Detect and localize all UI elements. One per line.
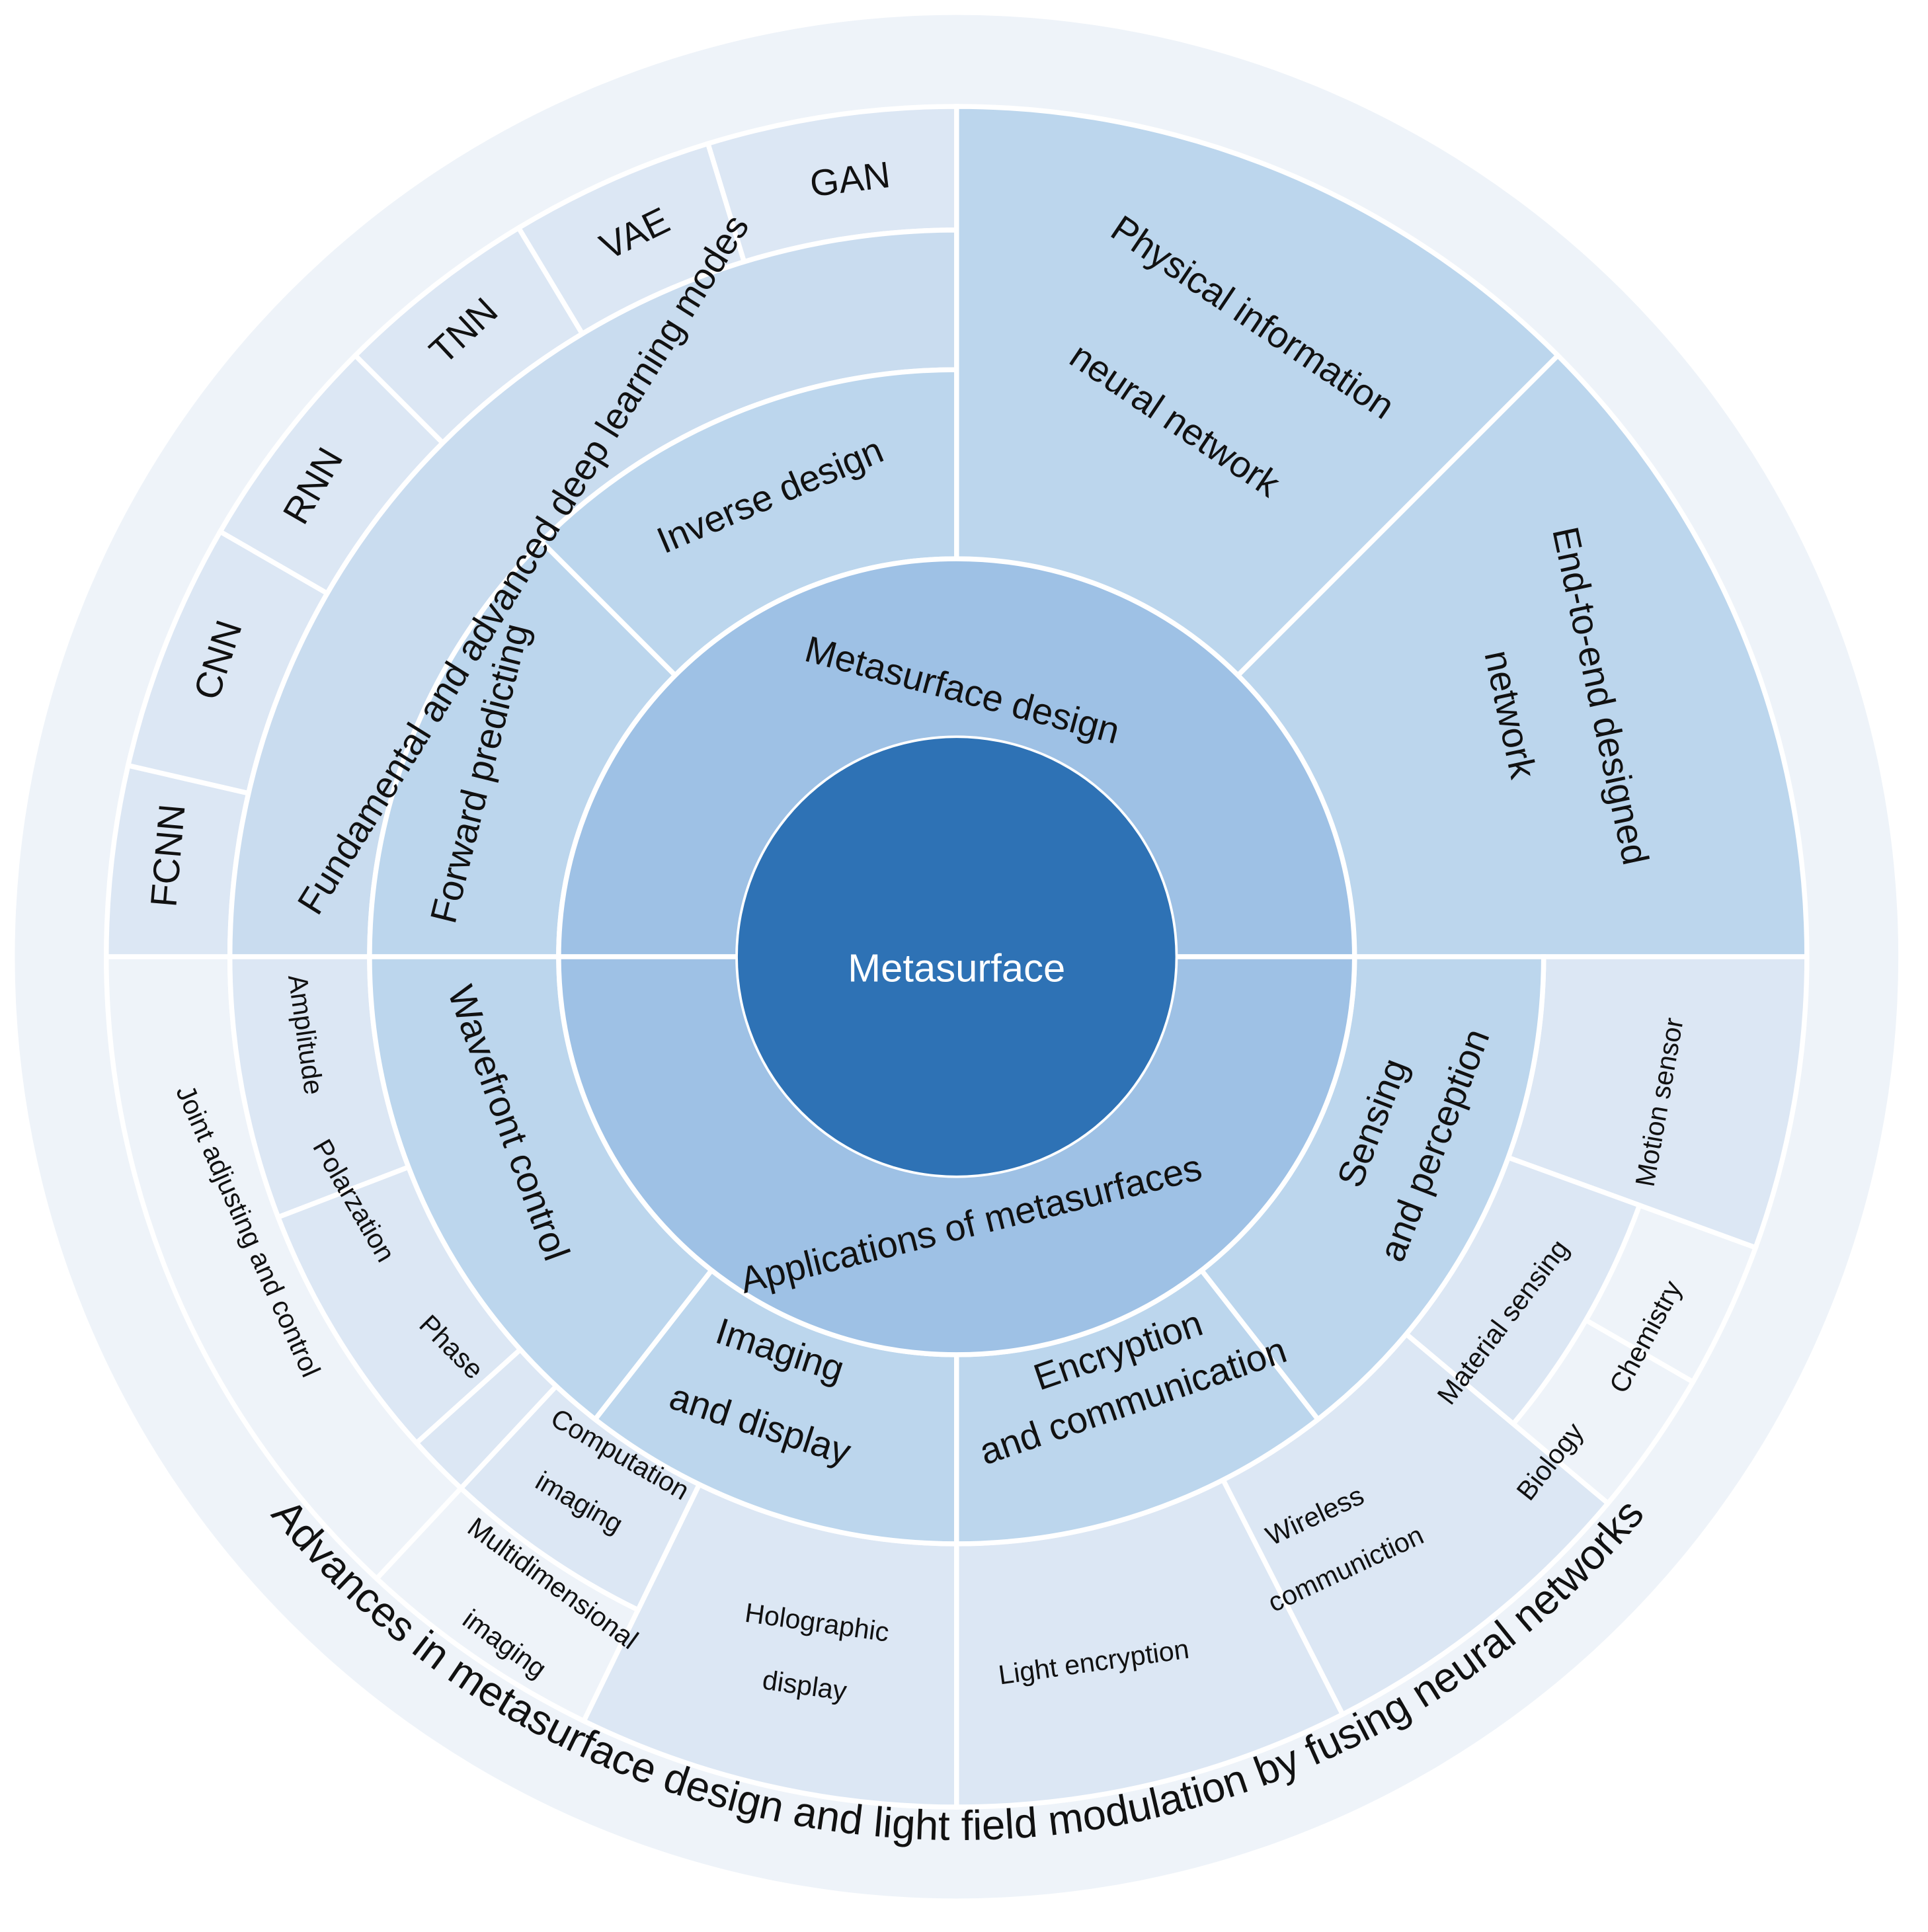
fcnn-label: FCNN [142,803,192,909]
center-label: Metasurface [848,946,1065,990]
gan-label: GAN [807,153,892,204]
center-circle [737,738,1176,1176]
